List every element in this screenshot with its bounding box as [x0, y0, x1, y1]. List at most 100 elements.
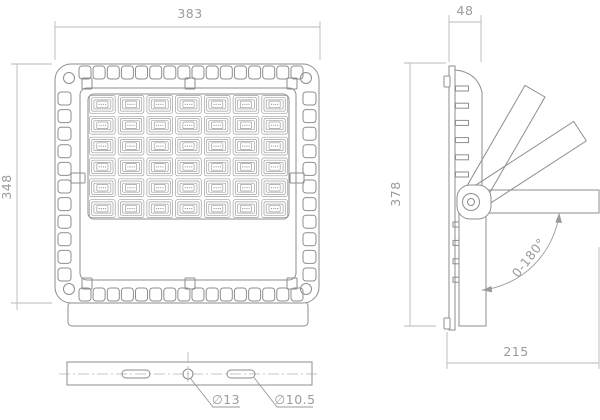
led-die-dot: [277, 208, 279, 210]
led-die-dot: [184, 124, 186, 126]
led-die-dot: [160, 124, 162, 126]
side-fins: [452, 85, 469, 283]
led-reflector-ring: [204, 115, 231, 135]
led-die-dot: [277, 124, 279, 126]
fin-left: [57, 126, 72, 141]
front-view-dimensions: 383 348: [0, 6, 321, 310]
led-chip: [268, 163, 281, 171]
pivot-circle: [462, 193, 480, 211]
led-reflector-ring: [117, 136, 145, 156]
led-reflector-ring: [179, 203, 198, 214]
led-die-dot: [162, 166, 164, 168]
led-reflector-ring: [122, 182, 140, 193]
led-die-dot: [131, 187, 133, 189]
led-die-dot: [156, 145, 158, 147]
led-die-dot: [189, 208, 191, 210]
side-housing-profile: [454, 69, 483, 186]
fin-bottom: [248, 287, 262, 302]
led-module: [89, 157, 116, 177]
led-die-dot: [158, 166, 160, 168]
dim-378-label: 378: [388, 181, 403, 206]
leader-slot-10-5: [253, 377, 313, 408]
fin-right: [302, 179, 317, 194]
fin-top: [177, 65, 191, 80]
led-die-dot: [246, 145, 248, 147]
led-die-dot: [98, 124, 100, 126]
led-die-dot: [215, 166, 217, 168]
led-die-dot: [246, 124, 248, 126]
led-chip: [182, 184, 195, 192]
led-reflector-ring: [148, 139, 171, 154]
led-module: [175, 178, 202, 197]
led-reflector-ring: [89, 95, 116, 114]
led-reflector-ring: [177, 159, 200, 174]
led-reflector-ring: [234, 159, 257, 174]
led-chip: [211, 163, 224, 171]
led-die-dot: [248, 145, 250, 147]
led-die-dot: [219, 208, 221, 210]
fin-bottom: [205, 287, 219, 302]
led-die-dot: [158, 187, 160, 189]
fin-left: [57, 144, 72, 159]
led-reflector-ring: [265, 203, 284, 214]
led-chip: [211, 100, 224, 109]
led-reflector-ring: [232, 115, 260, 135]
led-reflector-ring: [120, 118, 143, 133]
led-chip: [96, 204, 109, 213]
led-die-dot: [100, 103, 102, 105]
bottom-view: ∅13 ∅10.5: [59, 352, 319, 408]
led-die-dot: [100, 145, 102, 147]
led-die-dot: [104, 145, 107, 147]
led-die-dot: [160, 187, 162, 189]
led-chip: [153, 204, 166, 213]
fin-top: [163, 65, 177, 80]
led-die-dot: [162, 145, 164, 147]
led-module: [232, 115, 260, 135]
led-module: [232, 157, 260, 177]
led-die-dot: [156, 103, 158, 105]
led-module: [89, 115, 116, 135]
led-module: [204, 178, 231, 197]
led-die-dot: [244, 208, 246, 210]
led-reflector-ring: [93, 99, 112, 110]
led-reflector-ring: [232, 199, 260, 218]
led-reflector-ring: [120, 139, 143, 154]
clip-top-2: [184, 77, 196, 90]
led-chip: [125, 204, 138, 213]
led-die-dot: [186, 103, 188, 105]
fin-bottom: [290, 287, 304, 302]
fin-left: [57, 197, 72, 212]
fin-bottom: [149, 287, 163, 302]
led-module: [261, 115, 288, 135]
led-reflector-ring: [177, 180, 200, 195]
fin-bottom: [163, 287, 177, 302]
led-reflector-ring: [208, 203, 227, 214]
led-chip: [268, 184, 281, 192]
fin-left: [57, 91, 72, 106]
led-reflector-ring: [89, 199, 116, 218]
bracket-arm-vertical: [458, 201, 487, 327]
fin-left: [57, 161, 72, 176]
led-reflector-ring: [122, 141, 140, 151]
led-die-dot: [129, 187, 131, 189]
led-die-dot: [270, 124, 272, 126]
fin-right: [302, 161, 317, 176]
led-reflector-ring: [265, 120, 284, 131]
led-reflector-ring: [177, 139, 200, 154]
led-reflector-ring: [204, 136, 231, 156]
led-die-dot: [248, 166, 250, 168]
led-reflector-ring: [91, 139, 114, 154]
led-module: [117, 136, 145, 156]
led-reflector-ring: [146, 115, 173, 135]
led-die-dot: [102, 124, 104, 126]
led-reflector-ring: [206, 201, 229, 216]
led-die-dot: [242, 187, 244, 189]
led-reflector-ring: [206, 97, 229, 112]
led-reflector-ring: [206, 159, 229, 174]
fin-left: [57, 179, 72, 194]
led-reflector-ring: [204, 178, 231, 197]
led-die-dot: [129, 124, 131, 126]
fin-bottom: [120, 287, 134, 302]
led-reflector-ring: [117, 199, 145, 218]
